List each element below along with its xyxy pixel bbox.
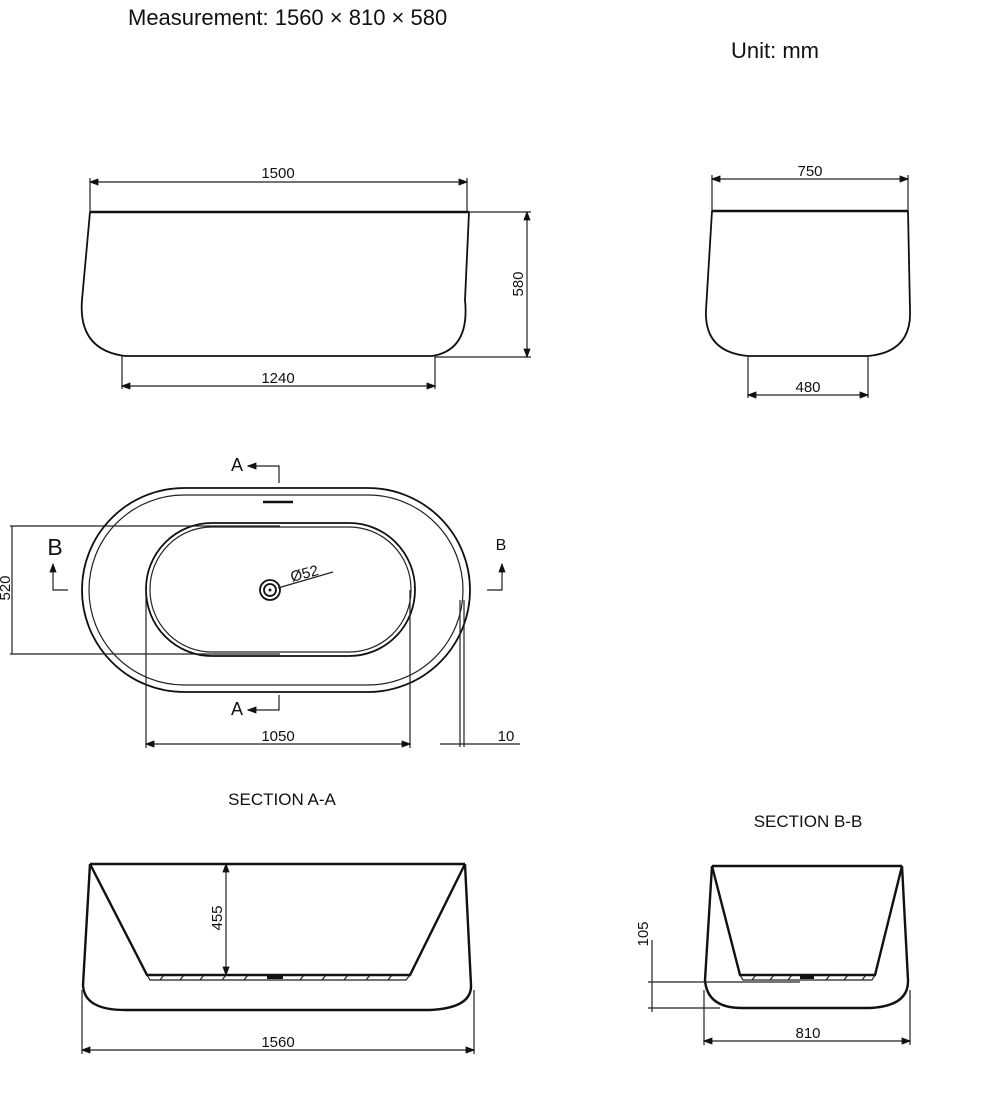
arrow-up-icon <box>487 562 506 591</box>
section-b-marker-right: B <box>496 537 507 554</box>
outer-rim <box>81 487 471 693</box>
dim-side-top-width: 750 <box>797 163 822 180</box>
section-a-view: 455 1560 <box>80 862 476 1054</box>
plan-view: Ø52 520 B B A A 1050 10 <box>0 455 520 748</box>
side-body-outline <box>705 210 911 357</box>
dim-section-a-depth: 455 <box>209 905 226 930</box>
drain-diameter: Ø52 <box>289 562 321 586</box>
dim-section-a-length: 1560 <box>261 1034 294 1051</box>
section-a-title: SECTION A-A <box>228 790 336 809</box>
drain-icon <box>259 579 281 601</box>
measurement-title: Measurement: 1560 × 810 × 580 <box>128 5 447 30</box>
dim-basin-length: 1050 <box>261 728 294 745</box>
dim-section-b-width: 810 <box>795 1025 820 1042</box>
section-b-title: SECTION B-B <box>754 812 863 831</box>
dim-basin-width: 520 <box>0 575 14 600</box>
front-body-outline <box>80 211 470 357</box>
arrow-left-icon <box>246 462 280 483</box>
arrow-left-icon <box>246 695 280 714</box>
section-b-view: 105 810 <box>635 864 912 1045</box>
dim-front-base-width: 1240 <box>261 370 294 387</box>
basin-outline <box>145 522 416 657</box>
dim-section-b-base: 105 <box>635 921 652 946</box>
section-b-marker-left: B <box>47 534 62 560</box>
dim-side-base-width: 480 <box>795 379 820 396</box>
side-view: 750 480 <box>705 163 911 399</box>
front-view: 1500 580 1240 <box>80 165 531 390</box>
dim-rim-thickness: 10 <box>498 728 515 745</box>
section-a-marker-top: A <box>231 455 243 475</box>
dim-front-top-width: 1500 <box>261 165 294 182</box>
arrow-up-icon <box>49 562 68 591</box>
dim-front-height: 580 <box>510 271 527 296</box>
unit-label: Unit: mm <box>731 38 819 63</box>
section-a-marker-bottom: A <box>231 699 243 719</box>
